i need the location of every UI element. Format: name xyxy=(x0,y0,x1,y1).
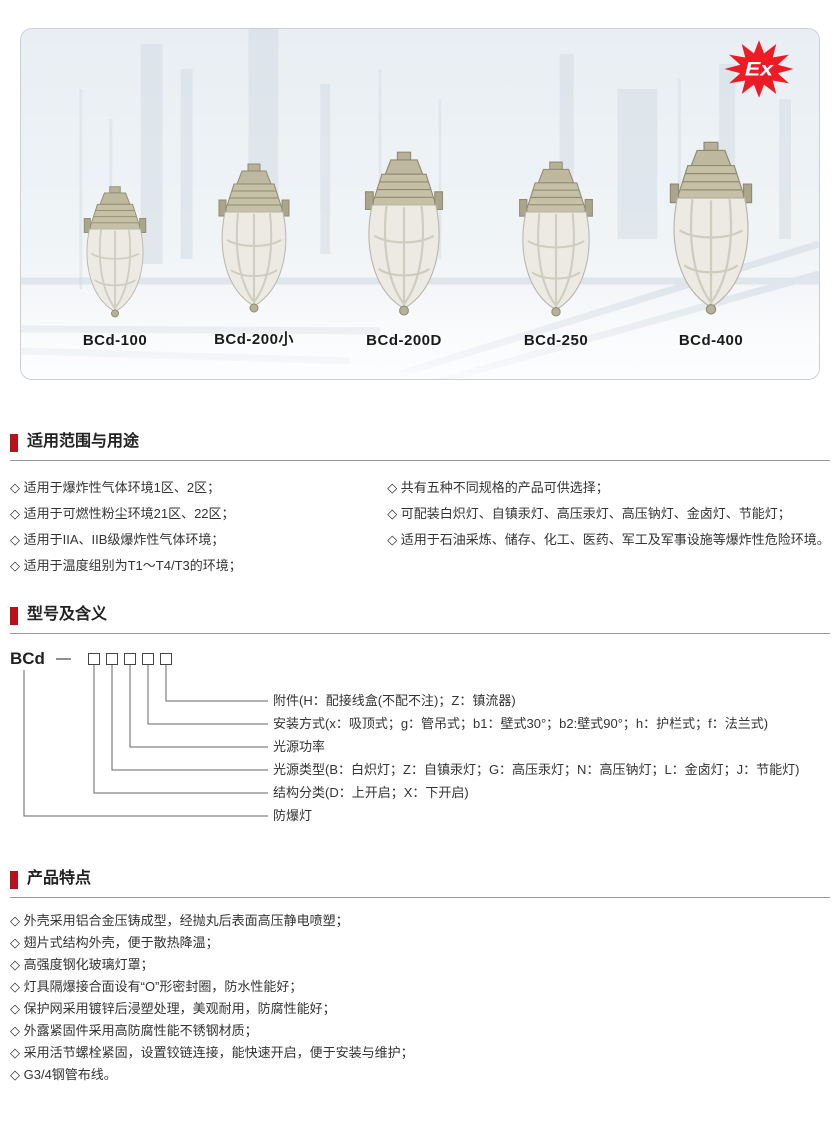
product-bcd-200s: BCd-200小 xyxy=(204,162,304,349)
model-label-accessory: 附件(H：配接线盒(不配不注)；Z：镇流器) xyxy=(273,693,516,708)
section-title: 适用范围与用途 xyxy=(27,433,140,450)
list-item: ◇ 高强度钢化玻璃灯罩； xyxy=(10,957,154,972)
lamp-row: BCd-100 xyxy=(21,140,819,349)
model-label-wattage: 光源功率 xyxy=(273,739,326,754)
ex-label: Ex xyxy=(745,59,774,80)
list-item: ◇ 适用于可燃性粉尘环境21区、22区； xyxy=(10,506,235,521)
scope-list-right: ◇ 共有五种不同规格的产品可供选择； ◇ 可配装白炽灯、自镇汞灯、高压汞灯、高压… xyxy=(387,475,830,579)
section-marker xyxy=(10,434,18,452)
model-code-diagram: BCd — 附件(H：配接线盒(不配不注)；Z：镇流器) 安装方式(x：吸顶式；… xyxy=(10,650,830,835)
product-bcd-400: BCd-400 xyxy=(653,140,769,349)
list-item: ◇ 灯具隔爆接合面设有“O”形密封圈，防水性能好； xyxy=(10,979,303,994)
model-label-source-type: 光源类型(B：白炽灯；Z：自镇汞灯；G：高压汞灯；N：高压钠灯；L：金卤灯；J：… xyxy=(273,762,800,777)
product-bcd-200d: BCd-200D xyxy=(349,150,459,349)
model-code-box xyxy=(88,653,100,665)
section-header-features: 产品特点 xyxy=(10,865,830,898)
section-marker xyxy=(10,871,18,889)
model-prefix: BCd xyxy=(10,649,45,668)
scope-list-left: ◇ 适用于爆炸性气体环境1区、2区； ◇ 适用于可燃性粉尘环境21区、22区； … xyxy=(10,475,387,579)
lamp-image-bcd-400 xyxy=(669,142,753,315)
list-item: ◇ 可配装白炽灯、自镇汞灯、高压汞灯、高压钠灯、金卤灯、节能灯； xyxy=(387,506,791,521)
model-code-box xyxy=(124,653,136,665)
list-item: ◇ 共有五种不同规格的产品可供选择； xyxy=(387,480,609,495)
list-item: ◇ 采用活节螺栓紧固，设置铰链连接，能快速开启，便于安装与维护； xyxy=(10,1045,414,1060)
product-hero-image: Ex xyxy=(20,28,820,380)
model-label-series: 防爆灯 xyxy=(273,808,313,823)
list-item: ◇ 外露紧固件采用高防腐性能不锈钢材质； xyxy=(10,1023,258,1038)
lamp-image-bcd-100 xyxy=(83,186,147,318)
list-item: ◇ 适用于石油采炼、储存、化工、医药、军工及军事设施等爆炸性危险环境。 xyxy=(387,532,830,547)
section-title: 产品特点 xyxy=(27,870,92,887)
list-item: ◇ 适用于爆炸性气体环境1区、2区； xyxy=(10,480,221,495)
lamp-image-bcd-250 xyxy=(519,161,593,317)
product-model-label: BCd-200小 xyxy=(214,331,294,348)
ex-starburst-icon: Ex xyxy=(724,40,794,98)
model-code-box xyxy=(106,653,118,665)
product-model-label: BCd-100 xyxy=(82,332,148,349)
section-marker xyxy=(10,607,18,625)
section-header-scope: 适用范围与用途 xyxy=(10,428,830,461)
product-bcd-250: BCd-250 xyxy=(504,160,608,349)
list-item: ◇ 保护网采用镀锌后浸塑处理，美观耐用，防腐性能好； xyxy=(10,1001,336,1016)
model-label-structure: 结构分类(D：上开启；X：下开启) xyxy=(273,785,469,800)
image-bottom-fade xyxy=(21,289,819,379)
product-model-label: BCd-250 xyxy=(523,332,589,349)
product-model-label: BCd-200D xyxy=(366,332,442,349)
section-header-model: 型号及含义 xyxy=(10,601,830,634)
model-connector-lines xyxy=(23,665,268,817)
list-item: ◇ 适用于温度组别为T1～T4/T3的环境； xyxy=(10,558,242,573)
model-code-box xyxy=(142,653,154,665)
lamp-image-bcd-200s xyxy=(218,163,290,313)
list-item: ◇ 翅片式结构外壳，便于散热降温； xyxy=(10,935,219,950)
model-label-mounting: 安装方式(x：吸顶式；g：管吊式；b1：壁式30°；b2:壁式90°；h：护栏式… xyxy=(273,716,769,731)
model-code-box xyxy=(160,653,172,665)
scope-list: ◇ 适用于爆炸性气体环境1区、2区； ◇ 适用于可燃性粉尘环境21区、22区； … xyxy=(10,475,830,579)
features-list: ◇ 外壳采用铝合金压铸成型，经抛丸后表面高压静电喷塑； ◇ 翅片式结构外壳，便于… xyxy=(10,910,830,1086)
catalog-page: Ex xyxy=(0,28,840,1086)
list-item: ◇ G3/4钢管布线。 xyxy=(10,1067,117,1082)
section-title: 型号及含义 xyxy=(27,606,108,623)
model-dash: — xyxy=(56,650,71,667)
lamp-image-bcd-200d xyxy=(364,151,444,316)
product-model-label: BCd-400 xyxy=(678,332,744,349)
list-item: ◇ 适用于IIA、IIB级爆炸性气体环境； xyxy=(10,532,225,547)
product-bcd-100: BCd-100 xyxy=(71,185,159,349)
ex-certification-badge: Ex xyxy=(723,39,795,99)
list-item: ◇ 外壳采用铝合金压铸成型，经抛丸后表面高压静电喷塑； xyxy=(10,913,349,928)
